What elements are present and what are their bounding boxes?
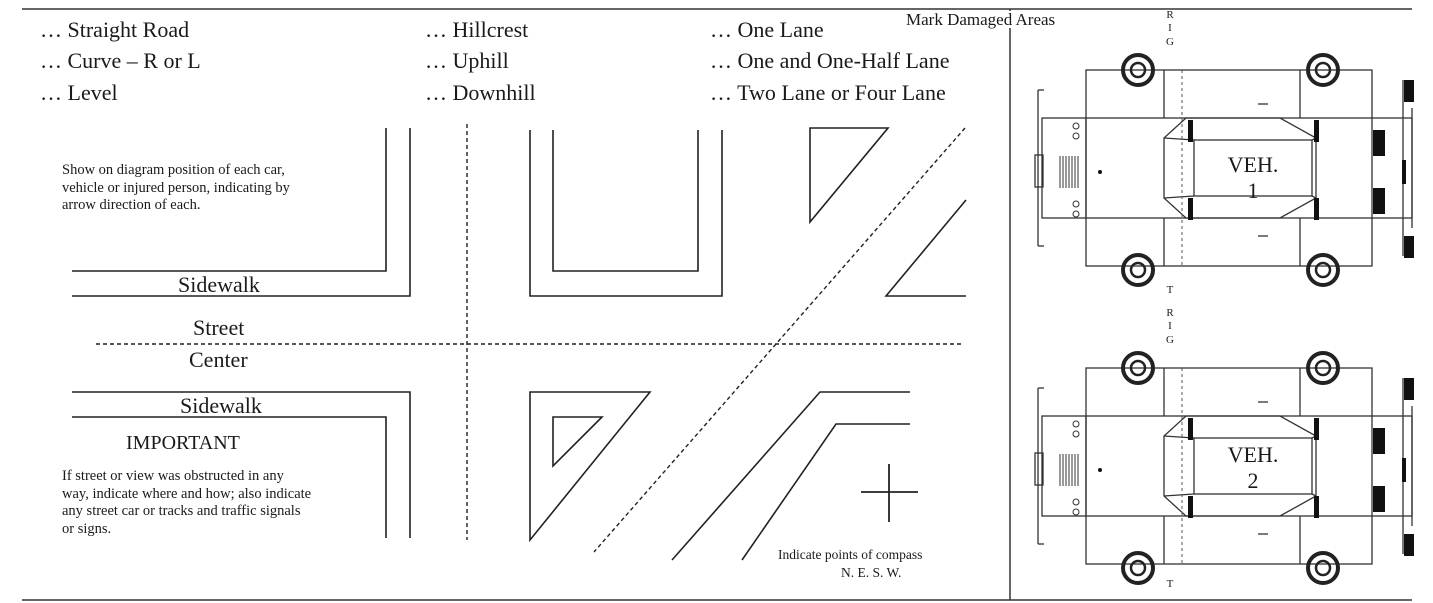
option-two-or-four-lane[interactable]: … Two Lane or Four Lane xyxy=(710,80,946,105)
option-curve[interactable]: … Curve – R or L xyxy=(40,48,201,73)
right-letter-r: R xyxy=(1166,307,1174,319)
sidewalk-top-label: Sidewalk xyxy=(178,272,260,297)
compass-cross-icon xyxy=(861,464,918,522)
important-heading: IMPORTANT xyxy=(126,432,240,454)
important-text: If street or view was obstructed in any … xyxy=(62,468,312,537)
compass-note-line2: N. E. S. W. xyxy=(841,565,902,580)
right-letter-g: G xyxy=(1166,36,1174,48)
compass-note-line1: Indicate points of compass xyxy=(778,547,923,562)
option-uphill[interactable]: … Uphill xyxy=(425,48,509,73)
road-diagram[interactable] xyxy=(0,0,1010,603)
vehicle-1-label: VEH. 1 xyxy=(1194,152,1312,204)
vehicle-2-diagram[interactable] xyxy=(1030,338,1425,598)
right-letter-i: I xyxy=(1168,320,1172,332)
diagram-instructions: Show on diagram position of each car, ve… xyxy=(62,162,290,213)
option-one-and-half-lane[interactable]: … One and One-Half Lane xyxy=(710,48,950,73)
vehicle-1-label-line2: 1 xyxy=(1247,178,1259,203)
damage-title: Mark Damaged Areas xyxy=(904,10,1058,29)
option-hillcrest[interactable]: … Hillcrest xyxy=(425,17,529,42)
right-letter-i: I xyxy=(1168,22,1172,34)
vehicle-2-label-line1: VEH. xyxy=(1227,442,1279,467)
center-label: Center xyxy=(189,347,248,372)
street-label: Street xyxy=(193,315,245,340)
right-letter-t: T xyxy=(1166,578,1174,590)
sidewalk-bottom-label: Sidewalk xyxy=(180,393,262,418)
vehicle-2-label-line2: 2 xyxy=(1247,468,1259,493)
right-letter-g: G xyxy=(1166,334,1174,346)
option-downhill[interactable]: … Downhill xyxy=(425,80,536,105)
right-letter-r: R xyxy=(1166,9,1174,21)
option-straight-road[interactable]: … Straight Road xyxy=(40,17,190,42)
vehicle-2-label: VEH. 2 xyxy=(1194,442,1312,494)
option-one-lane[interactable]: … One Lane xyxy=(710,17,824,42)
right-letter-t: T xyxy=(1166,284,1174,296)
vehicle-1-diagram[interactable] xyxy=(1030,40,1425,300)
option-level[interactable]: … Level xyxy=(40,80,118,105)
vehicle-1-label-line1: VEH. xyxy=(1227,152,1279,177)
